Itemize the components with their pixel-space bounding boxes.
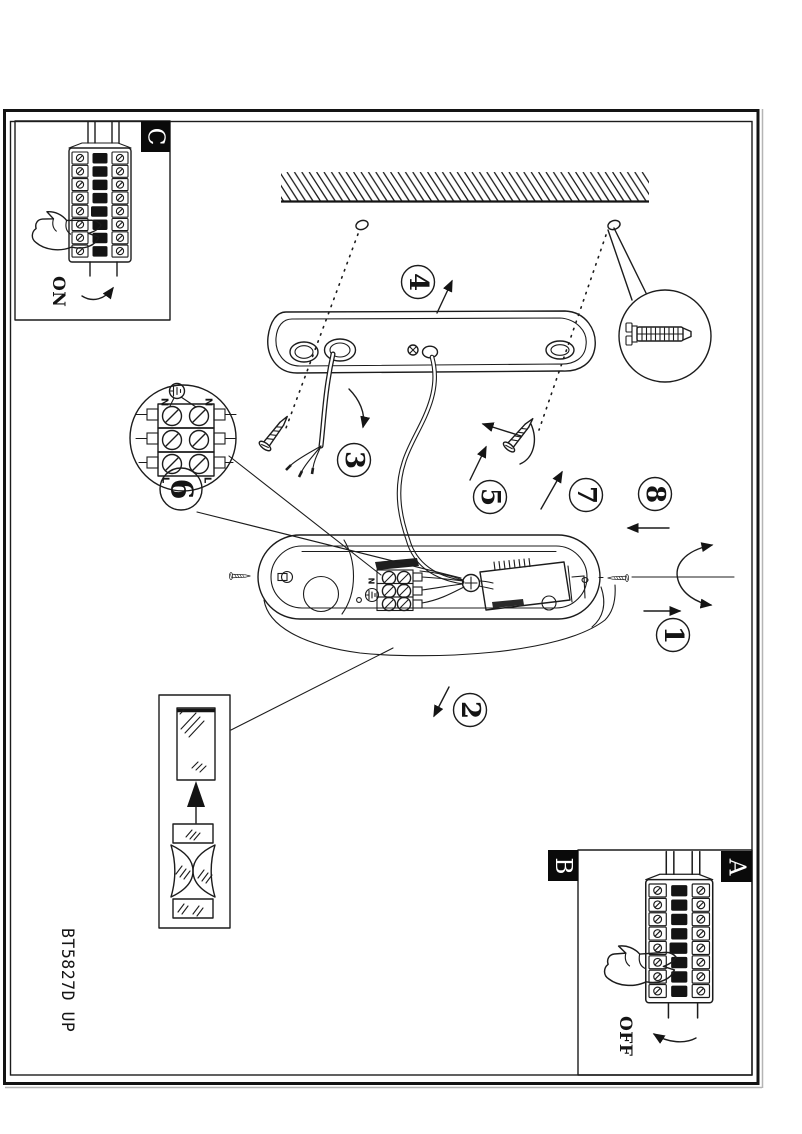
switch-on-arrow	[81, 286, 114, 301]
product-code: BT5827D UP	[58, 928, 77, 1032]
inset-b-tab	[548, 850, 578, 881]
fixing-screw-icon-2	[501, 413, 539, 455]
inset-a-label: A	[724, 858, 750, 876]
lamp-terminal-n-label: N	[367, 578, 376, 585]
bracket-keyhole	[289, 341, 319, 363]
projection-dotted-left	[285, 233, 359, 429]
terminal-l-right: L	[202, 477, 213, 484]
arrow-step2	[433, 686, 450, 718]
svg-text:8: 8	[640, 485, 670, 503]
terminal-detail: N N L L 6	[129, 382, 462, 579]
breaker-panel-icon-ab	[645, 850, 714, 1019]
unscrew-curl	[519, 423, 535, 465]
inset-b-label: B	[550, 858, 576, 875]
step-badge-5: 5	[472, 479, 508, 515]
fixing-screw-icon	[257, 411, 294, 454]
arrow-step5-west	[481, 422, 522, 437]
mounting-hole-left	[355, 219, 369, 231]
wall-wires	[285, 351, 336, 478]
bracket-slot-right	[545, 340, 575, 360]
arrow-step3	[348, 388, 371, 429]
step-badge-7: 7	[568, 477, 604, 513]
step-badge-3: 3	[336, 442, 372, 478]
svg-text:2: 2	[455, 701, 485, 719]
svg-text:6: 6	[164, 479, 199, 500]
driver-box	[479, 557, 586, 611]
bracket-screw	[407, 344, 419, 356]
off-label: OFF	[615, 1016, 635, 1056]
on-label: ON	[48, 276, 68, 307]
terminal-n-right: N	[203, 398, 214, 406]
inset-c: C ON	[14, 120, 171, 321]
anchor-detail	[607, 227, 712, 383]
rotate-gesture-arrow	[676, 542, 714, 609]
svg-text:7: 7	[571, 486, 601, 504]
inset-a-tab	[721, 851, 752, 882]
breaker-panel-icon-c	[68, 121, 132, 277]
splice-screw	[461, 573, 481, 593]
packed-glass-icon	[170, 823, 216, 919]
arrow-step4	[436, 279, 453, 314]
bracket-cable-hole	[323, 338, 357, 362]
glass-pane-icon	[176, 707, 216, 781]
inset-c-tab	[141, 121, 170, 152]
step-badge-1: 1	[655, 617, 691, 653]
ground-symbol-detail-icon	[168, 382, 186, 400]
step-arrows	[348, 279, 714, 718]
switch-off-arrow	[652, 1033, 697, 1044]
unpack-arrow-icon	[187, 781, 205, 824]
lamp-body: N	[257, 534, 616, 657]
lamp-terminal-block: N	[364, 558, 423, 612]
terminal-n-left: N	[159, 398, 170, 406]
step-badge-8: 8	[637, 476, 673, 512]
wall-hatch	[281, 172, 649, 203]
svg-text:4: 4	[403, 273, 433, 291]
step-badge-2: 2	[452, 692, 488, 728]
arrow-step5	[469, 445, 487, 481]
inset-c-label: C	[143, 128, 169, 146]
projection-dotted-right	[538, 234, 607, 431]
svg-text:3: 3	[339, 451, 369, 469]
packaging-inset	[158, 647, 394, 929]
hand-icon-ab	[600, 938, 680, 990]
anchor-detail-circle	[618, 289, 712, 383]
lamp-left-boss	[302, 575, 340, 613]
terminal-l-left: L	[160, 477, 171, 484]
step-badge-6: 6	[159, 467, 203, 511]
mounting-bracket	[267, 310, 596, 374]
svg-text:1: 1	[658, 626, 688, 644]
side-screw-left-icon	[229, 572, 251, 580]
step-badge-4: 4	[400, 264, 436, 300]
ground-symbol-icon	[364, 587, 380, 603]
lamp-glass-sweep	[263, 584, 616, 657]
anchor-plug-icon	[625, 322, 692, 346]
arrow-step7	[540, 470, 563, 510]
mains-cable	[396, 354, 465, 585]
inset-ab: B A OFF	[548, 849, 753, 1076]
page-border	[3, 109, 764, 1089]
side-screw-right-icon	[607, 574, 629, 582]
svg-text:5: 5	[475, 488, 505, 506]
terminal-block-detail: N N L L	[135, 382, 237, 484]
